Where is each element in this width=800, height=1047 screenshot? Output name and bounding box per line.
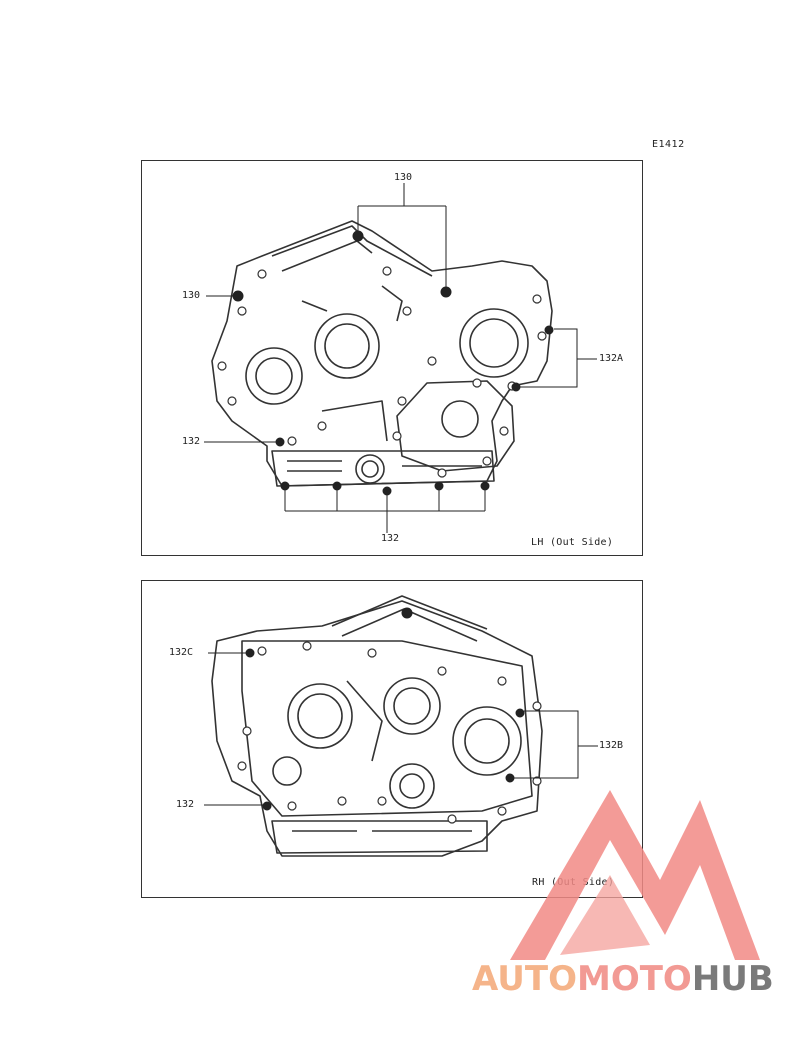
wordmark-hub: HUB [691,959,774,999]
wordmark-auto: AUTO [472,959,577,999]
diagram-code: E1412 [652,139,685,150]
callout-132-left: 132 [175,799,196,810]
automotohub-wordmark: AUTOMOTOHUB [472,962,774,996]
callout-132c: 132C [168,647,195,658]
callout-132-left: 132 [181,436,202,447]
panel-rh-out-side: 132C 132B 132 RH (Out Side) [141,580,643,898]
callout-132b: 132B [598,740,625,751]
callout-132a: 132A [598,353,625,364]
callout-132-bottom: 132 [380,533,401,544]
lh-crankcase-drawing [204,181,597,533]
callout-130-top: 130 [393,172,414,183]
panel-caption-lh: LH (Out Side) [531,537,614,548]
callout-130-left: 130 [181,290,202,301]
wordmark-moto: MOTO [576,959,692,999]
rh-crankcase-drawing [204,595,598,857]
panel-lh-out-side: 130 130 132A 132 132 LH (Out Side) [141,160,643,556]
